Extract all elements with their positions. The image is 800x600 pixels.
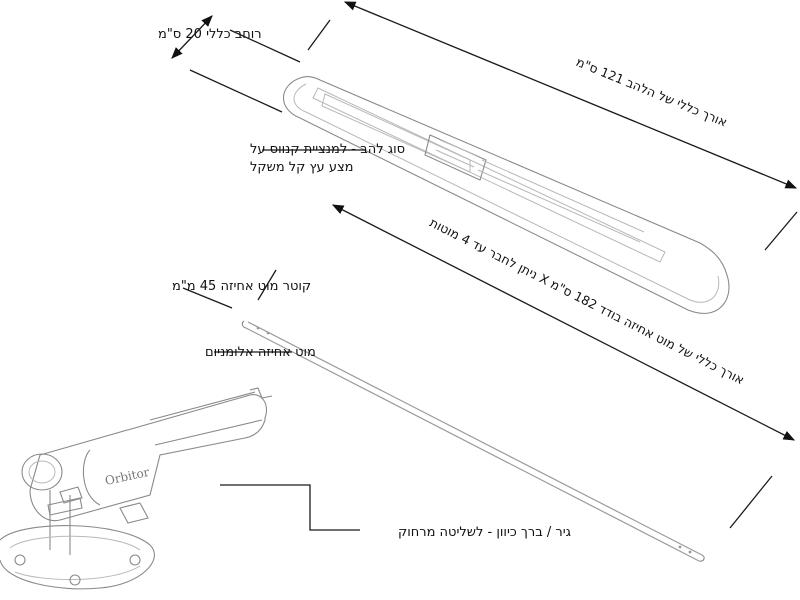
width-dimension <box>171 15 331 113</box>
handle-diameter-leader <box>182 287 233 309</box>
overall-width-label: רוחב כללי 20 ס"מ <box>158 27 262 42</box>
blade-label: סוג להב - למנציית קנווס על מצע עץ קל משק… <box>250 142 405 175</box>
gear-leader <box>220 484 360 531</box>
handle-length-label: אורך כללי של מוט אחיזה בודד 182 ס"מ X ני… <box>427 215 746 388</box>
blade-label-line2: מצע עץ קל משקל <box>250 160 354 175</box>
blade-illustration <box>282 76 730 314</box>
blade-length-dimension <box>343 1 798 251</box>
gear-illustration: Orbitor <box>0 387 273 590</box>
blade-length-label: אורך כללי של הלהב 121 ס"מ <box>574 54 729 130</box>
handle-length-dimension <box>257 204 796 529</box>
aluminum-handle-label: מוט אחיזה אלומניום <box>205 345 316 360</box>
blade-label-line1: סוג להב - למנציית קנווס על <box>250 142 405 157</box>
gear-label: גיר / ברך כיוון - לשליטה מרחוק <box>398 525 571 540</box>
handle-diameter-label: קוטר מוט אחיזה 45 מ"מ <box>172 279 311 294</box>
brand-text: Orbitor <box>104 465 151 488</box>
